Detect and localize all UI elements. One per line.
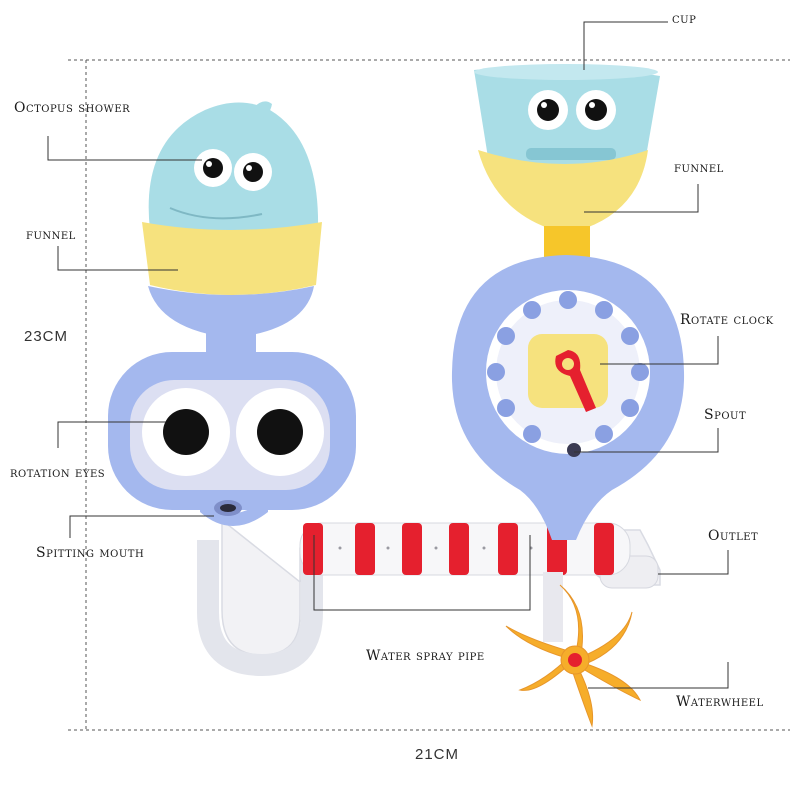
right-funnel — [478, 150, 648, 258]
water-spray-pipe — [299, 522, 631, 576]
label-rotation-eyes: rotation eyes — [10, 465, 106, 481]
leader-lines — [47, 21, 729, 689]
eyes-body — [108, 352, 356, 526]
label-funnel-left: funnel — [26, 227, 76, 243]
label-octopus-shower: Octopus shower — [14, 100, 131, 116]
label-spout: Spout — [704, 407, 747, 423]
height-dimension: 23CM — [24, 328, 69, 345]
label-cup: cup — [672, 11, 697, 27]
left-funnel — [142, 222, 322, 358]
width-dimension: 21CM — [415, 746, 460, 763]
label-funnel-right: funnel — [674, 160, 724, 176]
label-outlet: Outlet — [708, 528, 759, 544]
dimension-lines — [68, 59, 790, 731]
clock-body — [451, 255, 685, 540]
waterwheel — [505, 572, 642, 728]
label-spitting-mouth: Spitting mouth — [36, 545, 145, 561]
octopus-shower — [148, 101, 319, 230]
label-waterwheel: Waterwheel — [676, 694, 764, 710]
label-water-spray-pipe: Water spray pipe — [366, 648, 485, 664]
cup — [474, 64, 660, 175]
label-rotate-clock: Rotate clock — [680, 312, 774, 328]
